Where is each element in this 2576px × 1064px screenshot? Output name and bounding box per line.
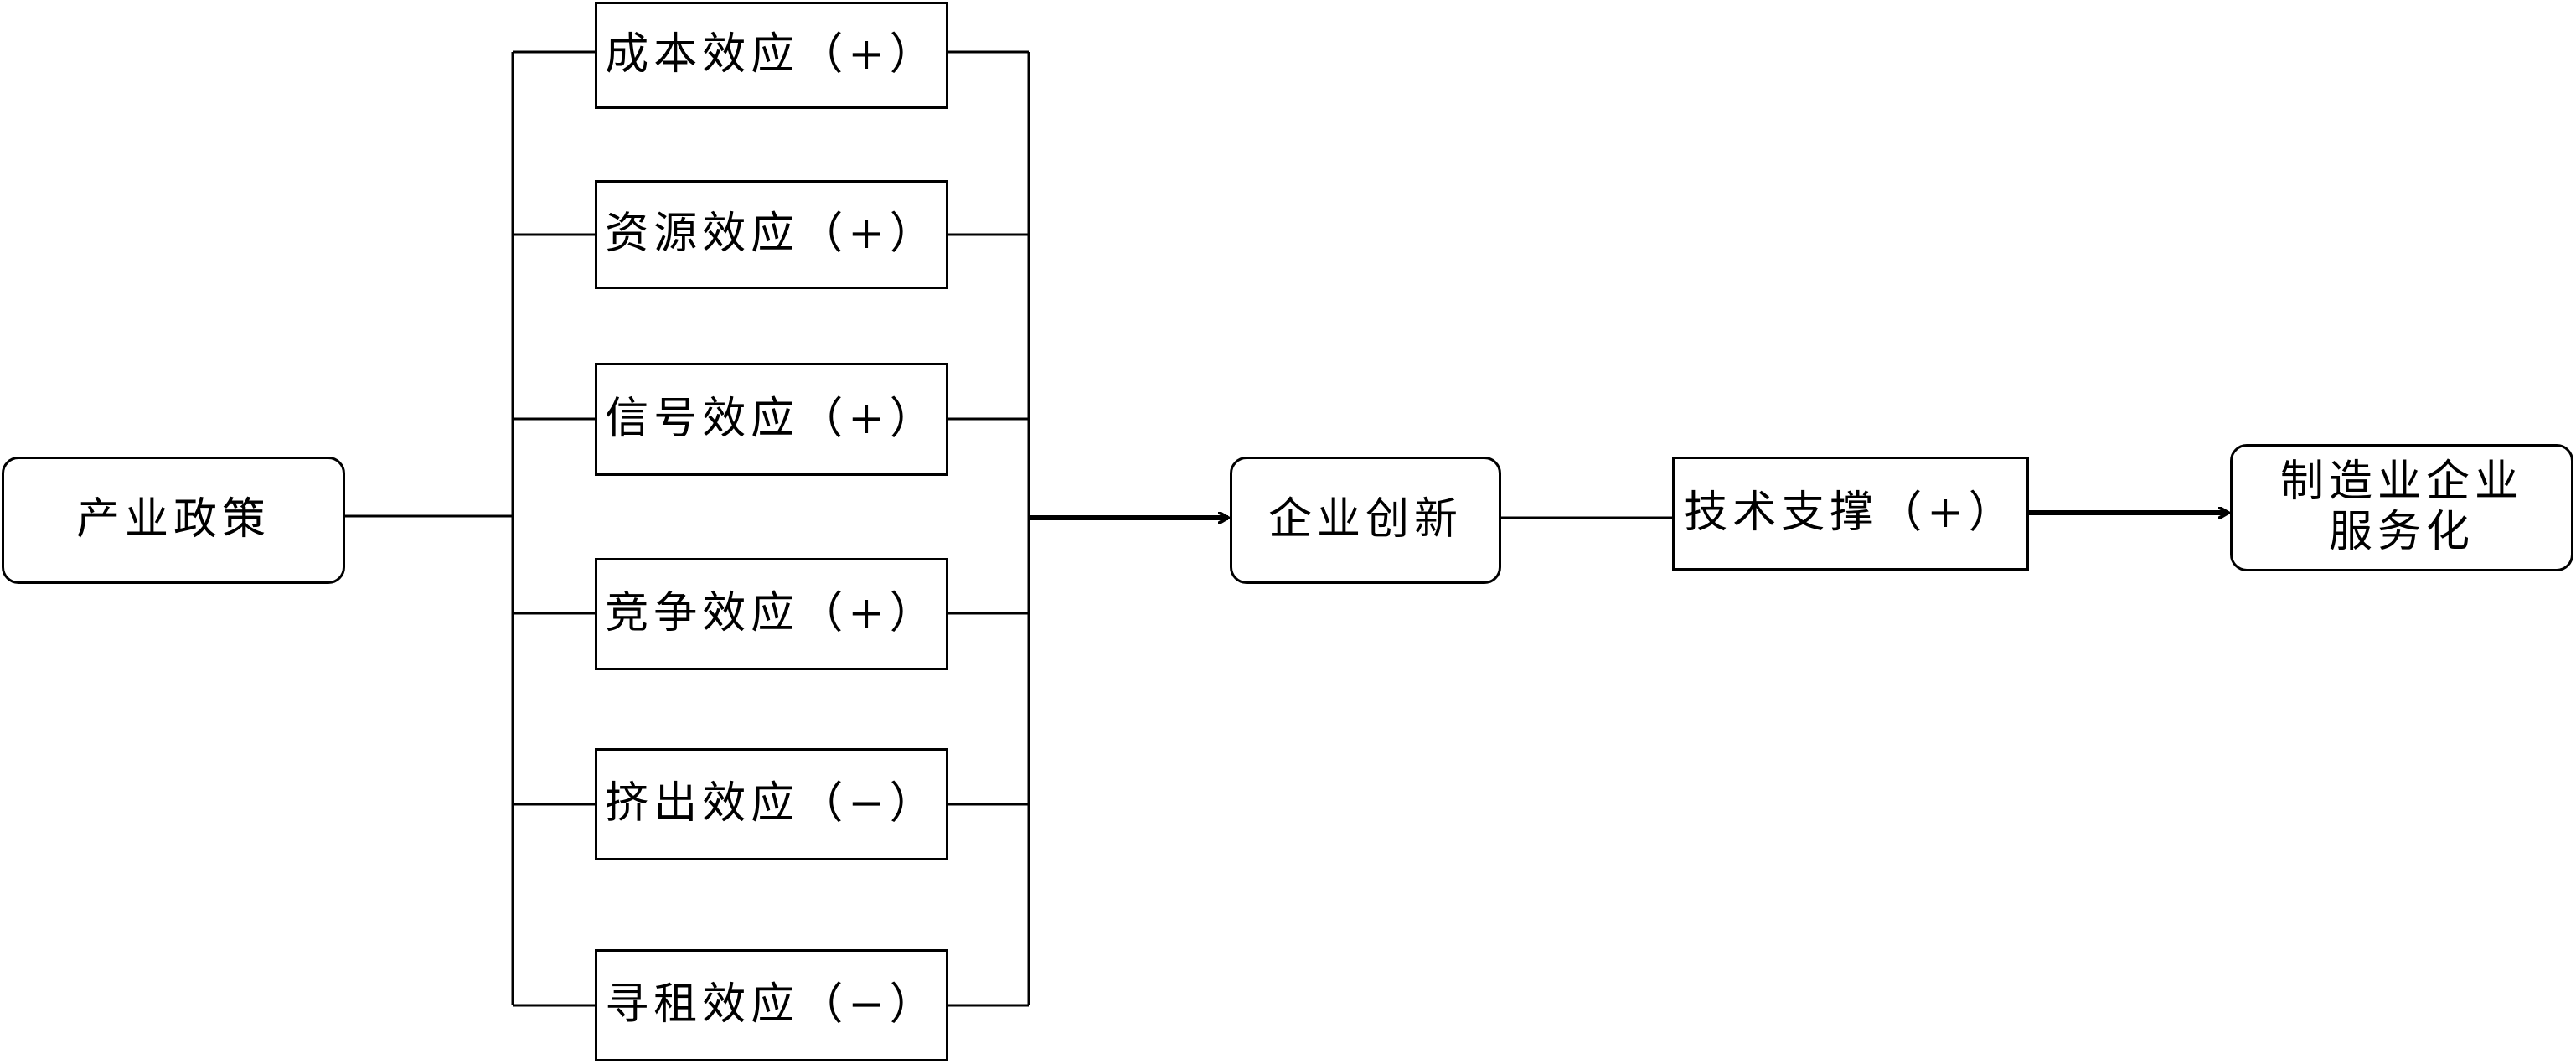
effect-sign-competition: （+）: [799, 588, 938, 639]
outcome-label-group: 制造业企业 服务化: [2280, 457, 2523, 558]
effect-box-signal: 信号效应（+）: [595, 363, 948, 476]
effect-name-rent-seeking: 寻租效应: [605, 979, 800, 1030]
effect-box-competition: 竞争效应（+）: [595, 558, 948, 670]
effect-box-rent-seeking: 寻租效应（−）: [595, 949, 948, 1061]
effect-box-resource: 资源效应（+）: [595, 180, 948, 289]
effect-name-resource: 资源效应: [605, 209, 800, 260]
effect-sign-signal: （+）: [799, 393, 938, 444]
effect-sign-resource: （+）: [799, 209, 938, 260]
enterprise-innovation-label: 企业创新: [1267, 494, 1463, 545]
effect-name-signal: 信号效应: [605, 393, 800, 444]
manufacturing-servitization-node: 制造业企业 服务化: [2230, 444, 2573, 571]
enterprise-innovation-node: 企业创新: [1230, 457, 1501, 584]
effect-name-competition: 竞争效应: [605, 588, 800, 639]
effect-name-cost: 成本效应: [605, 29, 800, 80]
industrial-policy-label: 产业政策: [75, 494, 271, 545]
outcome-label-line2: 服务化: [2328, 507, 2475, 557]
technical-support-sign: （+）: [1878, 488, 2017, 539]
outcome-label-line1: 制造业企业: [2279, 457, 2523, 508]
technical-support-name: 技术支撑: [1684, 488, 1879, 539]
technical-support-box: 技术支撑（+）: [1672, 457, 2029, 571]
effect-sign-rent-seeking: （−）: [799, 979, 938, 1030]
effect-sign-cost: （+）: [799, 29, 938, 80]
effect-box-crowding-out: 挤出效应（−）: [595, 748, 948, 860]
effect-sign-crowding-out: （−）: [799, 778, 938, 829]
effect-box-cost: 成本效应（+）: [595, 2, 948, 109]
effect-name-crowding-out: 挤出效应: [605, 778, 800, 829]
industrial-policy-node: 产业政策: [2, 457, 345, 584]
